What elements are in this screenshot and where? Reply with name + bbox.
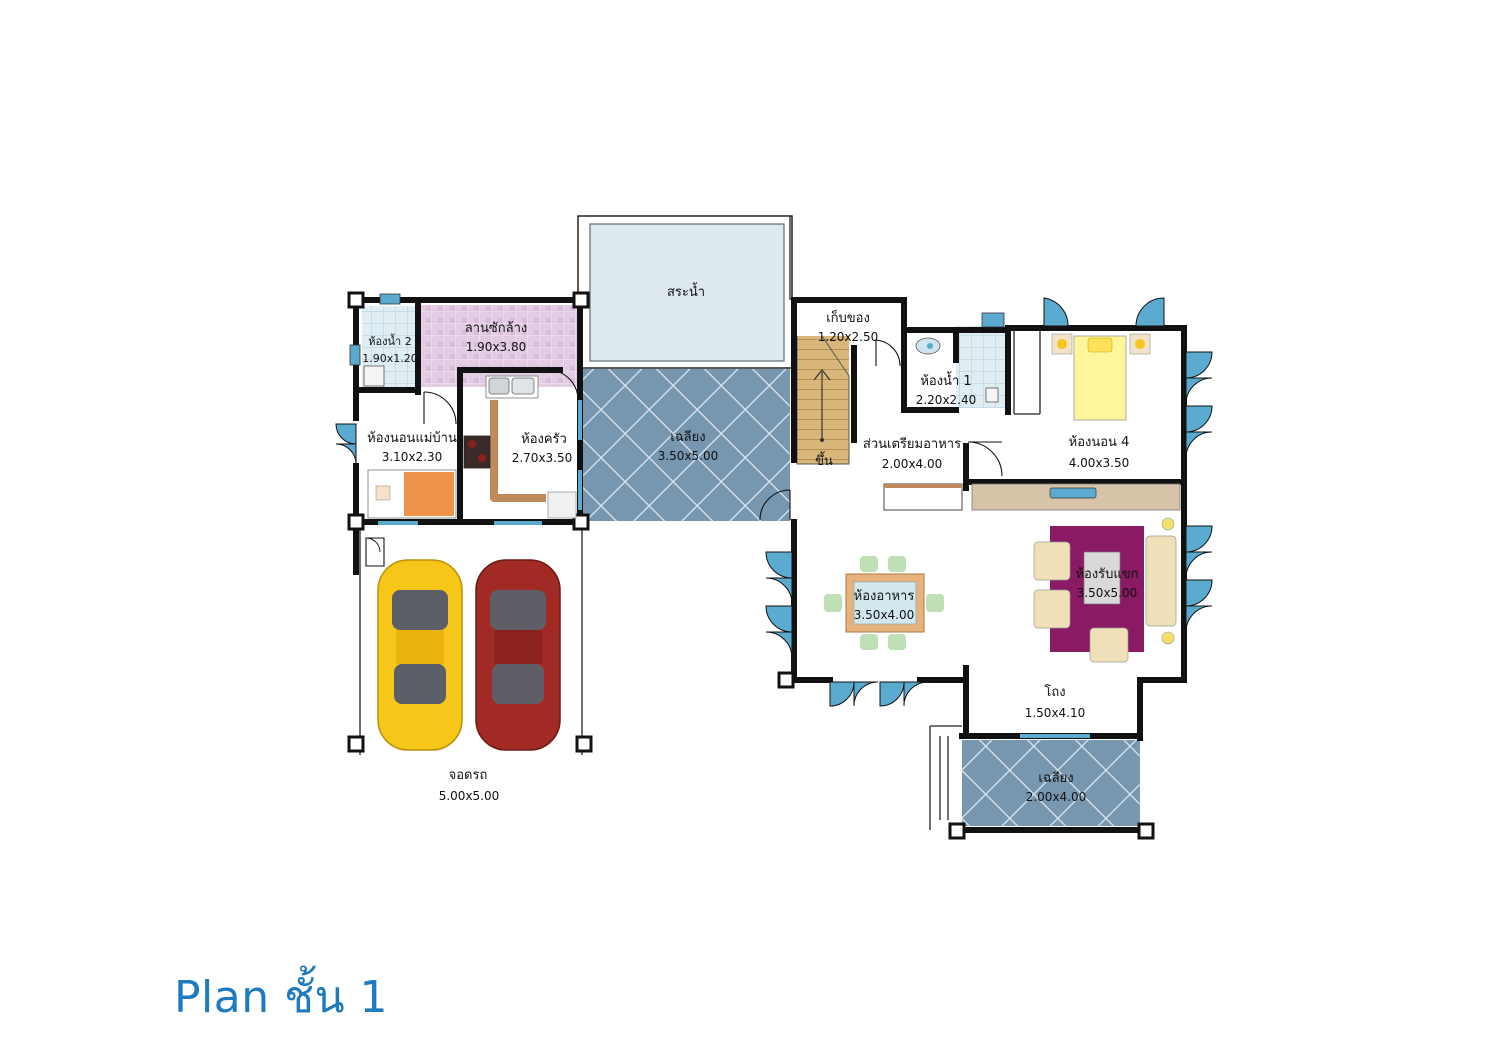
- living-room-set: [1033, 517, 1177, 663]
- kitchen-counter: [463, 375, 577, 519]
- red-car: [475, 559, 561, 751]
- maid-room-label: ห้องนอนแม่บ้าน: [367, 431, 457, 446]
- hall-label: โถง: [1044, 684, 1065, 700]
- bedroom4-label: ห้องนอน 4: [1069, 435, 1130, 450]
- kitchen-label: ห้องครัว: [521, 432, 567, 447]
- windows: [335, 297, 1213, 738]
- back-terrace-floor: [582, 369, 790, 521]
- pantry-label: ส่วนเตรียมอาหาร: [863, 436, 961, 452]
- maid-bed: [367, 469, 457, 519]
- yellow-car: [377, 559, 463, 751]
- living-label: ห้องรับแขก: [1075, 567, 1138, 582]
- pantry-counter: [883, 483, 963, 511]
- pantry-size: 2.00x4.00: [882, 457, 943, 471]
- front-terrace-size: 2.00x4.00: [1026, 790, 1087, 804]
- door-swings: [365, 339, 1003, 567]
- living-size: 3.50x5.00: [1077, 586, 1138, 600]
- pool: [577, 215, 793, 369]
- maid-room-size: 3.10x2.30: [382, 450, 443, 464]
- walls: [353, 297, 1187, 833]
- back-terrace-size: 3.50x5.00: [658, 449, 719, 463]
- plan-title: Plan ชั้น 1: [174, 972, 389, 1023]
- stair: [796, 335, 850, 465]
- hall-size: 1.50x4.10: [1025, 706, 1086, 720]
- kitchen-size: 2.70x3.50: [512, 451, 573, 465]
- bedroom4-size: 4.00x3.50: [1069, 456, 1130, 470]
- dining-label: ห้องอาหาร: [854, 589, 915, 604]
- back-terrace-label: เฉลียง: [670, 429, 705, 445]
- front-terrace-label: เฉลียง: [1038, 770, 1073, 786]
- carport-size: 5.00x5.00: [439, 789, 500, 803]
- tv-icon: [1049, 487, 1097, 499]
- dining-size: 3.50x4.00: [854, 608, 915, 622]
- bath2-size: 1.90x1.20: [362, 352, 418, 365]
- bath1-size: 2.20x2.40: [916, 393, 977, 407]
- bath1-label: ห้องน้ำ 1: [920, 371, 971, 389]
- columns: [347, 291, 1155, 840]
- pool-label: สระน้ำ: [667, 282, 705, 300]
- thin-walls: [359, 216, 1041, 830]
- laundry-size: 1.90x3.80: [466, 340, 527, 354]
- laundry-label: ลานซักล้าง: [465, 321, 527, 336]
- storage-label: เก็บของ: [826, 308, 870, 326]
- front-terrace-floor: [962, 740, 1140, 826]
- storage-size: 1.20x2.50: [818, 330, 879, 344]
- dining-set: [824, 556, 944, 650]
- laundry-floor: [418, 305, 578, 387]
- stair-label: ขึ้น: [815, 451, 833, 469]
- bedroom4-bed: [1051, 333, 1151, 421]
- toilet-icon: [363, 337, 999, 403]
- vent-icons: [349, 293, 1005, 366]
- bath2-label: ห้องน้ำ 2: [368, 333, 411, 348]
- room-labels: สระน้ำ เก็บของ 1.20x2.50 ห้องน้ำ 2 1.90x…: [362, 282, 1138, 804]
- carport-label: จอดรถ: [449, 768, 488, 783]
